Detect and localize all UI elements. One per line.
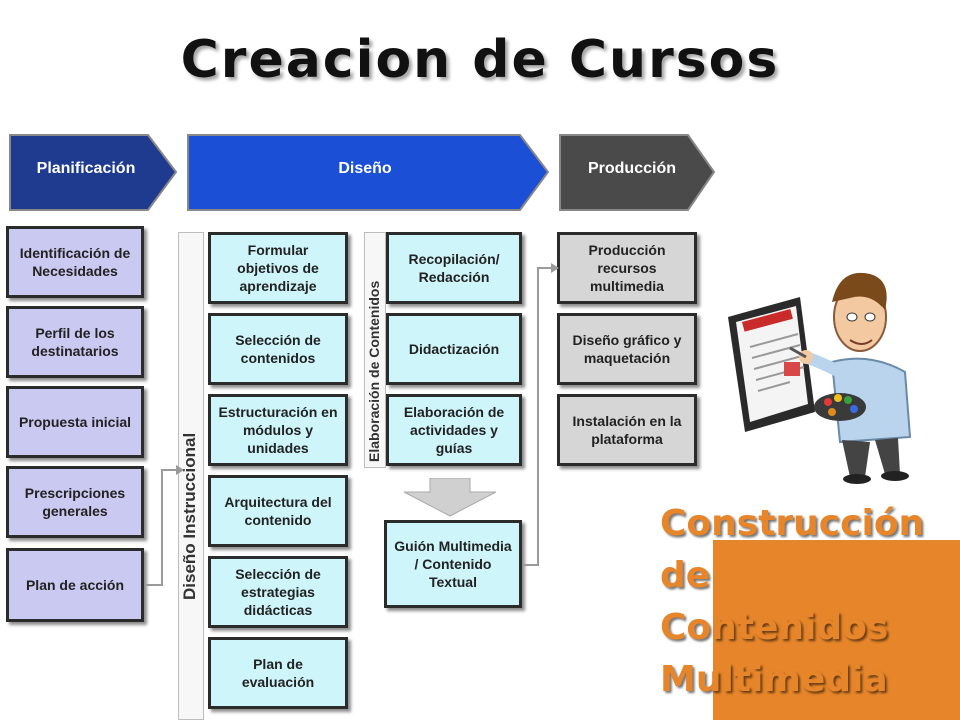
connector-plan-to-diseno [146,469,176,586]
di-item-estrategias: Selección de estrategias didácticas [208,556,348,628]
plan-item-plan-accion: Plan de acción [6,548,144,622]
di-item-seleccion-contenidos: Selección de contenidos [208,313,348,385]
callout-line-1: Construcción de [660,503,925,596]
di-item-evaluacion: Plan de evaluación [208,637,348,709]
di-item-arquitectura: Arquitectura del contenido [208,475,348,547]
designer-cartoon-illustration [728,272,912,484]
ec-item-didactizacion: Didactización [386,313,522,385]
planificacion-chevron [9,134,178,211]
plan-item-prescripciones: Prescripciones generales [6,466,144,538]
plan-item-necesidades: Identificación de Necesidades [6,226,144,298]
produccion-chevron [559,134,716,211]
arrowhead-icon [551,263,559,273]
callout-line-3: Multimedia [660,659,888,700]
plan-item-propuesta: Propuesta inicial [6,386,144,458]
callout-line-2: Contenidos [660,607,889,648]
orange-accent-block [713,540,960,720]
diseno-instruccional-bracket [178,232,204,720]
designer-figure [789,272,912,484]
tablet-icon [728,297,815,432]
prod-item-recursos: Producción recursos multimedia [557,232,697,304]
down-arrow-icon [403,478,497,517]
phase-planificacion-label: Planificación [36,160,136,177]
phase-diseno-label: Diseño [338,160,392,177]
prod-item-instalacion: Instalación en la plataforma [557,394,697,466]
connector-guion-to-produccion [524,267,553,566]
diseno-chevron [187,134,550,211]
plan-item-perfil: Perfil de los destinatarios [6,306,144,378]
arrowhead-icon [176,465,184,475]
di-item-objetivos: Formular objetivos de aprendizaje [208,232,348,304]
phase-chevrons [9,134,716,211]
guion-box: Guión Multimedia / Contenido Textual [384,520,522,608]
elaboracion-bracket [364,232,386,468]
page-title: Creacion de Cursos [180,30,780,90]
prod-item-diseno-grafico: Diseño gráfico y maquetación [557,313,697,385]
callout-text: Construcción de Contenidos Multimedia [660,498,960,706]
ec-item-recopilacion: Recopilación/ Redacción [386,232,522,304]
di-item-estructuracion: Estructuración en módulos y unidades [208,394,348,466]
phase-produccion-label: Producción [587,160,676,177]
ec-item-actividades: Elaboración de actividades y guías [386,394,522,466]
